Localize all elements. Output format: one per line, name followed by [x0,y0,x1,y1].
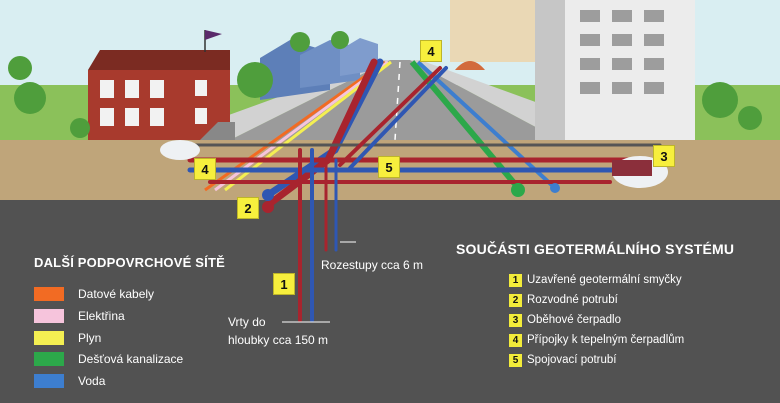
legend-label: Plyn [78,331,102,345]
legend-title: DALŠÍ PODPOVRCHOVÉ SÍTĚ [34,255,225,270]
legend-swatch [34,331,64,345]
marker-4-heat-pump-connections: 4 [194,158,216,180]
legend-item-storm-sewer: Dešťová kanalizace [34,352,183,366]
legend-item-data-cables: Datové kabely [34,287,154,301]
marker-5-connecting-pipes: 5 [378,156,400,178]
system-item-number: 5 [509,353,522,367]
legend-item-gas: Plyn [34,331,101,345]
trees [8,31,762,138]
system-item-number: 4 [509,333,522,347]
legend-swatch [34,374,64,388]
legend-label: Elektřina [78,309,125,323]
legend-label: Datové kabely [78,287,155,301]
street-center-line [394,61,401,141]
brick-building [88,30,235,140]
system-item-label: Spojovací potrubí [527,354,617,366]
street [230,60,560,140]
underground [0,200,780,403]
system-item-number: 1 [509,273,522,287]
depth-annotation-line2: hloubky cca 150 m [228,333,329,347]
system-item-label: Přípojky k tepelným čerpadlům [527,334,685,346]
geothermal-pipes [178,58,662,322]
marker-2-distribution-pipes: 2 [237,197,259,219]
apartment-buildings [450,0,695,140]
system-item-2: 2 Rozvodné potrubí [509,292,618,308]
system-item-5: 5 Spojovací potrubí [509,352,617,368]
system-title: SOUČÁSTI GEOTERMÁLNÍHO SYSTÉMU [456,241,735,257]
spacing-annotation: Rozestupy cca 6 m [321,258,424,272]
system-item-1: 1 Uzavřené geotermální smyčky [509,272,682,288]
legend-label: Voda [78,374,106,388]
legend-item-electricity: Elektřina [34,309,125,323]
system-item-label: Oběhové čerpadlo [527,314,621,326]
system-item-number: 3 [509,313,522,327]
marker-4-heat-pump-connections-top: 4 [420,40,442,62]
depth-annotation-line1: Vrty do [228,315,266,329]
system-item-4: 4 Přípojky k tepelným čerpadlům [509,332,684,348]
pump-station-left [160,140,200,160]
legend-label: Dešťová kanalizace [78,352,184,366]
system-item-3: 3 Oběhové čerpadlo [509,312,621,328]
legend-swatch [34,287,64,301]
legend-swatch [34,352,64,366]
system-item-label: Rozvodné potrubí [527,294,618,306]
legend-swatch [34,309,64,323]
system-item-number: 2 [509,293,522,307]
marker-3-circulation-pump: 3 [653,145,675,167]
legend-item-water: Voda [34,374,105,388]
marker-1-geothermal-loops: 1 [273,273,295,295]
system-item-label: Uzavřené geotermální smyčky [527,274,682,286]
